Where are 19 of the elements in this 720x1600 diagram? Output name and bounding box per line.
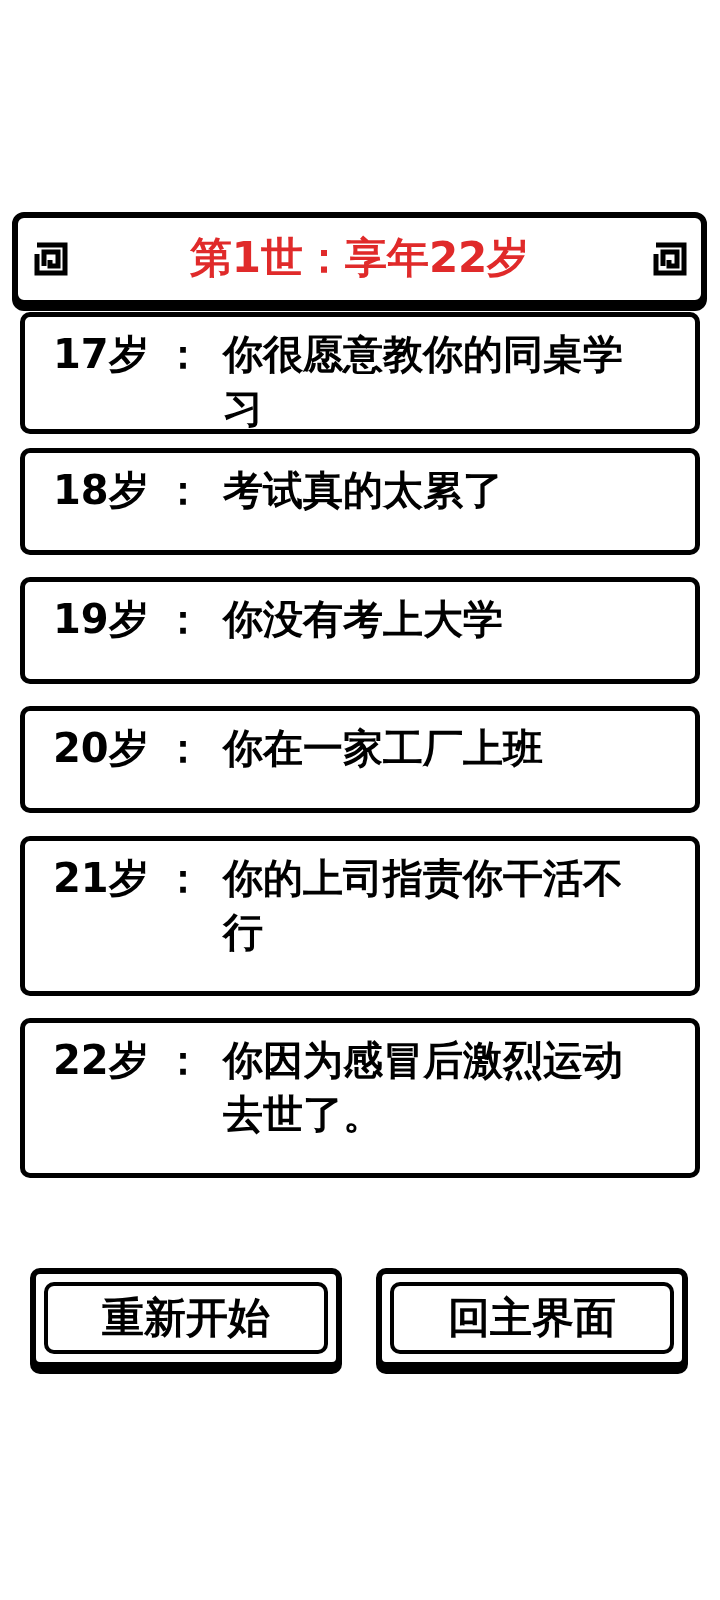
event-card xyxy=(20,448,700,555)
title-text: 第1世：享年22岁 xyxy=(188,232,531,284)
age-label: 20岁 ： xyxy=(53,724,204,773)
event-card xyxy=(20,836,700,996)
age-label: 18岁 ： xyxy=(53,466,204,515)
age-label: 21岁 ： xyxy=(53,854,204,903)
event-card xyxy=(20,1018,700,1178)
event-text: 你因为感冒后激烈运动去世了。 xyxy=(223,1036,624,1139)
age-label: 19岁 ： xyxy=(53,595,204,644)
event-card xyxy=(20,577,700,684)
event-text: 考试真的太累了 xyxy=(223,466,504,515)
event-text: 你没有考上大学 xyxy=(223,595,504,644)
event-card xyxy=(20,706,700,813)
age-label: 22岁 ： xyxy=(53,1036,204,1085)
event-text: 你的上司指责你干活不行 xyxy=(223,854,624,957)
event-text: 你在一家工厂上班 xyxy=(223,724,544,773)
age-label: 17岁 ： xyxy=(53,330,204,379)
event-card xyxy=(20,312,700,434)
event-text: 你很愿意教你的同桌学习 xyxy=(223,330,624,433)
